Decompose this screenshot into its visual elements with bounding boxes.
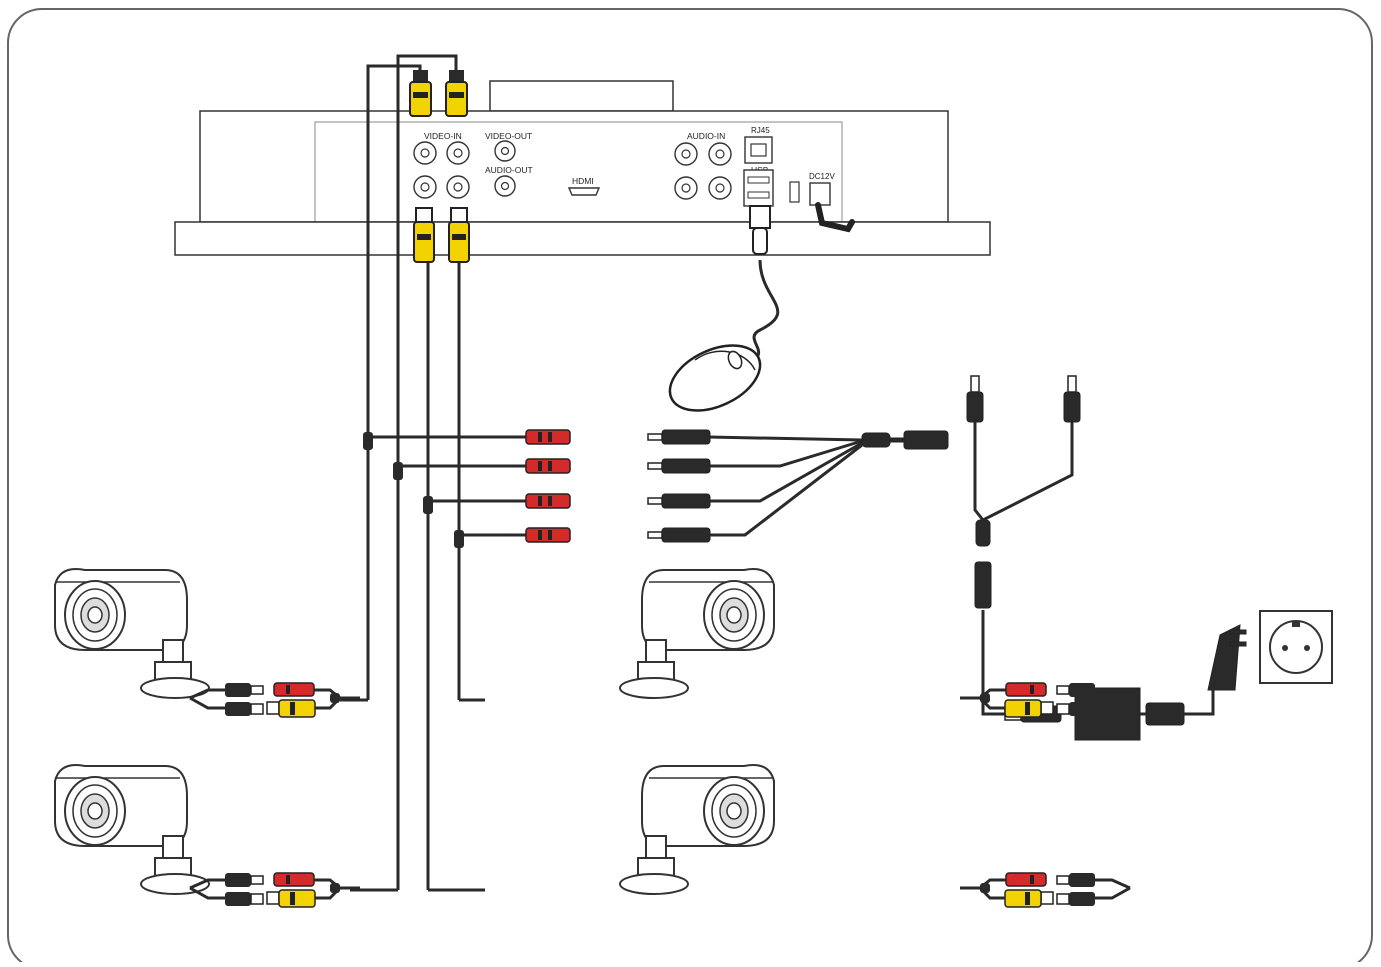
power-female-connectors (525, 429, 571, 543)
dc12v-port (809, 182, 831, 206)
dvr-recorder: VIDEO-IN VIDEO-OUT AUDIO-OUT HDMI AUDIO-… (174, 80, 991, 256)
label-rj45: RJ45 (751, 126, 770, 135)
audio-in-ports (674, 142, 732, 200)
power-switch (789, 181, 800, 203)
label-dc12v: DC12V (809, 172, 835, 181)
bnc-port (446, 175, 470, 199)
usb-port (743, 169, 774, 207)
dvr-body (199, 110, 949, 223)
power-splitter (647, 429, 949, 543)
dvr-top-hump (489, 80, 674, 112)
dc-plug-inserted (815, 202, 855, 233)
video-out-port (494, 140, 516, 162)
label-audio-out: AUDIO-OUT (485, 165, 533, 175)
cable-mouse (739, 259, 780, 367)
usb-mouse (668, 205, 771, 412)
bnc-port (413, 175, 437, 199)
hdmi-port (567, 187, 601, 196)
dvr-base (174, 221, 991, 256)
label-video-in: VIDEO-IN (424, 131, 462, 141)
label-video-out: VIDEO-OUT (485, 131, 532, 141)
wall-socket-icon (1259, 610, 1333, 684)
video-in-ports (413, 141, 470, 199)
bnc-plugs-top (409, 70, 468, 117)
label-audio-in: AUDIO-IN (687, 131, 725, 141)
bnc-port (446, 141, 470, 165)
label-hdmi: HDMI (572, 176, 594, 186)
wall-plug (1207, 624, 1241, 691)
audio-out-port (494, 175, 516, 197)
bnc-plugs-bottom (413, 207, 470, 263)
bnc-port (413, 141, 437, 165)
